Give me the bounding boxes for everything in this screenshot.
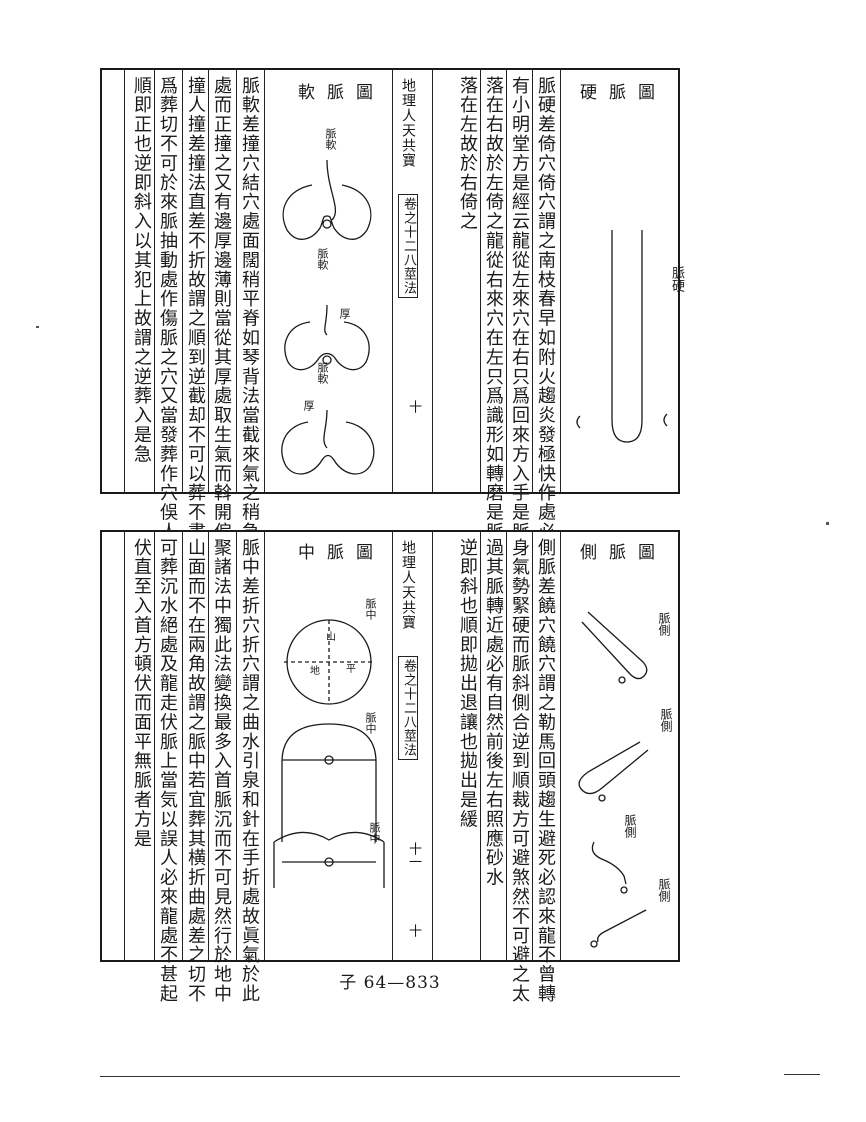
soft-vein-figure-title: 軟脈圖 — [298, 83, 385, 103]
column-rule — [480, 70, 481, 492]
text-column: 身氣勢緊硬而脈斜側合逆到順裁方可避煞然不可避之太 — [509, 538, 530, 1004]
soft-vein-diagrams — [281, 159, 375, 475]
column-rule — [182, 70, 183, 492]
side-vein-label: 脈側 — [657, 612, 671, 636]
soft-vein-label: 脈軟 — [324, 128, 337, 150]
column-rule — [124, 532, 125, 960]
ring-label-earth: 地 — [310, 666, 320, 677]
column-rule — [480, 532, 481, 960]
edge-mark — [784, 1074, 820, 1075]
text-column: 撞人撞差撞法直差不折故謂之順到逆截却不可以葬不書 — [185, 76, 206, 542]
spine-leaf-number: 十 — [406, 400, 421, 413]
spine-leaf-number: 十一 — [406, 842, 421, 868]
column-rule — [560, 70, 561, 492]
text-column: 有小明堂方是經云龍從左來穴在右只爲回來方入手是脈 — [509, 76, 530, 542]
text-column: 可葬沉水絕處及龍走伏脈上當気以誤人必來龍處不甚起 — [157, 538, 178, 1004]
column-rule — [236, 532, 237, 960]
scan-speck — [36, 326, 39, 328]
spine-volume: 卷之十二八莖法 — [398, 194, 418, 298]
center-vein-label: 脈中 — [368, 822, 381, 844]
scan-speck — [826, 522, 829, 525]
bottom-page-spread: 側脈圖 脈側 脈側 脈側 脈側 側脈差饒穴饒穴謂之勒馬回頭趨生避死必認來龍不曾轉… — [100, 530, 680, 1004]
side-vein-figure-title: 側脈圖 — [580, 543, 667, 563]
column-rule — [264, 70, 265, 492]
text-column: 爲葬切不可於來脈抽動處作傷脈之穴又當發葬作穴俁人 — [157, 76, 178, 542]
column-rule — [532, 70, 533, 492]
text-column: 脈軟差撞穴結穴處面闊稍平脊如琴背法當截來氣之稍急 — [239, 76, 260, 542]
column-rule — [392, 532, 393, 960]
text-column: 脈硬差倚穴倚穴謂之南枝春早如附火趨炎發極快作處必 — [535, 76, 556, 542]
soft-vein-label: 脈軟 — [316, 248, 329, 270]
text-column: 落在左故於右倚之 — [457, 76, 478, 232]
side-vein-diagrams — [578, 611, 649, 948]
column-rule — [392, 70, 393, 492]
text-column: 逆即斜也順即拋出退讓也拋出是緩 — [457, 538, 478, 829]
column-rule — [432, 532, 433, 960]
column-rule — [124, 70, 125, 492]
column-rule — [208, 70, 209, 492]
text-column: 順即正也逆即斜入以其犯上故謂之逆葬入是急 — [131, 76, 152, 464]
spine-title: 地理人天共寶 — [400, 540, 416, 630]
top-page-spread: 硬脈圖 脈硬 脈硬差倚穴倚穴謂之南枝春早如附火趨炎發極快作處必 有小明堂方是經云… — [100, 68, 684, 542]
column-rule — [154, 532, 155, 960]
bottom-rule — [100, 1076, 680, 1077]
soft-vein-thick-label: 厚 — [338, 308, 351, 319]
soft-vein-label: 脈軟 — [316, 362, 329, 384]
ring-label-flat: 平 — [346, 664, 356, 675]
spine: 地理人天共寶 卷之十二八莖法 十 — [392, 70, 432, 492]
ring-label-mountain: 山 — [326, 632, 336, 643]
column-rule — [560, 532, 561, 960]
text-column: 處而正撞之又有邊厚邊薄則當從其厚處取生氣而斡開偏 — [211, 76, 232, 542]
column-rule — [506, 532, 507, 960]
text-column: 聚諸法中獨此法變換最多入首脈沉而不可見然行於地中 — [211, 538, 232, 1004]
column-rule — [208, 532, 209, 960]
hard-vein-label: 脈硬 — [669, 266, 684, 292]
column-rule — [154, 70, 155, 492]
spine-volume: 卷之十二八莖法 — [398, 656, 418, 760]
side-vein-label: 脈側 — [657, 878, 671, 902]
column-rule — [182, 532, 183, 960]
hard-vein-diagram — [576, 230, 668, 443]
spine-leaf-number: 十 — [406, 924, 421, 937]
text-column: 側脈差饒穴饒穴謂之勒馬回頭趨生避死必認來龍不曾轉 — [535, 538, 556, 1004]
hard-vein-figure-title: 硬脈圖 — [580, 83, 667, 103]
spine: 地理人天共寶 卷之十二八莖法 十一 十 — [392, 532, 432, 960]
spine-title: 地理人天共寶 — [400, 78, 416, 168]
column-rule — [432, 70, 433, 492]
column-rule — [236, 70, 237, 492]
text-column: 脈中差折穴折穴謂之曲水引泉和針在手折處故眞氣於此 — [239, 538, 260, 1004]
soft-vein-thick-label: 厚 — [302, 400, 315, 411]
text-column: 山面而不在兩角故謂之脈中若宜葬其横折曲處差之切不 — [185, 538, 206, 1004]
column-rule — [532, 532, 533, 960]
column-rule — [264, 532, 265, 960]
page-number: 子 64—833 — [339, 973, 441, 993]
center-vein-figure-title: 中脈圖 — [298, 543, 385, 563]
column-rule — [506, 70, 507, 492]
center-vein-label: 脈中 — [364, 598, 377, 620]
text-column: 過其脈轉近處必有自然前後左右照應砂水 — [483, 538, 504, 888]
center-vein-label: 脈中 — [364, 712, 377, 734]
text-column: 伏直至入首方頓伏而面平無脈者方是 — [131, 538, 152, 849]
center-vein-diagrams — [273, 619, 385, 888]
side-vein-label: 脈側 — [659, 708, 673, 732]
side-vein-label: 脈側 — [623, 814, 637, 838]
text-column: 落在右故於左倚之龍從右來穴在左只爲識形如轉磨是脈 — [483, 76, 504, 542]
